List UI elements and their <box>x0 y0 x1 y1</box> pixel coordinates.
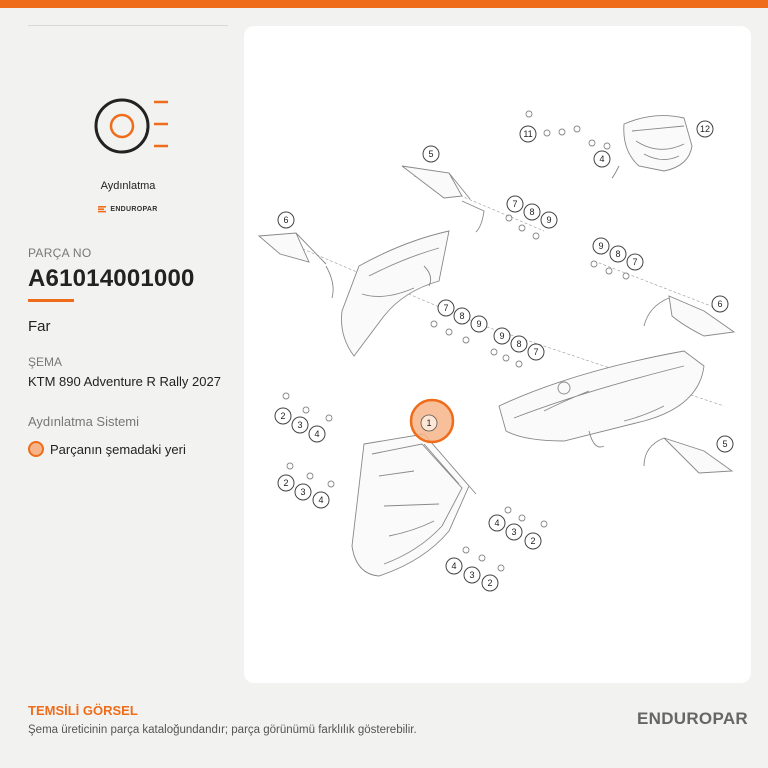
svg-text:5: 5 <box>722 439 727 449</box>
svg-text:9: 9 <box>546 215 551 225</box>
callout-7a[interactable]: 7 <box>506 195 524 213</box>
dashboard-part[interactable] <box>611 115 693 179</box>
svg-text:2: 2 <box>280 411 285 421</box>
callout-2a[interactable]: 2 <box>274 407 292 425</box>
legend: Parçanın şemadaki yeri <box>28 441 186 457</box>
brand-logo-small: ENDUROPAR <box>28 205 228 213</box>
tail-section-part[interactable] <box>498 350 705 448</box>
footer-note: Şema üreticinin parça kataloğundandır; p… <box>28 724 417 736</box>
callout-6a[interactable]: 6 <box>277 211 295 229</box>
callout-4c[interactable]: 4 <box>312 491 330 509</box>
exploded-diagram[interactable]: 12 11 4 5 7 8 9 6 9 8 7 6 7 8 9 9 8 7 5 … <box>244 26 751 683</box>
schema-label: ŞEMA <box>28 355 63 369</box>
svg-text:9: 9 <box>499 331 504 341</box>
callout-4a[interactable]: 4 <box>593 150 611 168</box>
svg-text:7: 7 <box>443 303 448 313</box>
callout-4b[interactable]: 4 <box>308 425 326 443</box>
part-number-underline <box>28 299 74 302</box>
svg-text:6: 6 <box>717 299 722 309</box>
callout-7d[interactable]: 7 <box>527 343 545 361</box>
svg-text:9: 9 <box>598 241 603 251</box>
svg-text:7: 7 <box>533 347 538 357</box>
callout-3b[interactable]: 3 <box>294 483 312 501</box>
callout-8a[interactable]: 8 <box>523 203 541 221</box>
fairing-part[interactable] <box>341 230 450 357</box>
footer-brand: ENDUROPAR <box>636 709 748 728</box>
callout-9c[interactable]: 9 <box>470 315 488 333</box>
part-name: Far <box>28 318 51 335</box>
callout-5b[interactable]: 5 <box>716 435 734 453</box>
svg-text:4: 4 <box>318 495 323 505</box>
svg-text:4: 4 <box>451 561 456 571</box>
svg-text:2: 2 <box>487 578 492 588</box>
headlight-icon <box>92 96 172 156</box>
callout-2c[interactable]: 2 <box>524 532 542 550</box>
turn-signal-rear-right[interactable] <box>643 295 736 337</box>
callout-11[interactable]: 11 <box>519 125 537 143</box>
callout-2d[interactable]: 2 <box>481 574 499 592</box>
svg-text:3: 3 <box>511 527 516 537</box>
system-name: Aydınlatma Sistemi <box>28 414 140 429</box>
callout-8b[interactable]: 8 <box>609 245 627 263</box>
svg-text:8: 8 <box>529 207 534 217</box>
sidebar-divider <box>28 25 228 26</box>
top-accent-bar <box>0 0 768 8</box>
brand-small-text: ENDUROPAR <box>110 205 158 213</box>
svg-text:3: 3 <box>300 487 305 497</box>
svg-text:3: 3 <box>297 420 302 430</box>
callout-3a[interactable]: 3 <box>291 416 309 434</box>
svg-text:8: 8 <box>459 311 464 321</box>
svg-text:3: 3 <box>469 570 474 580</box>
svg-text:4: 4 <box>314 429 319 439</box>
category-label: Aydınlatma <box>100 180 156 192</box>
callout-4e[interactable]: 4 <box>445 557 463 575</box>
turn-signal-rear-left[interactable] <box>643 437 734 474</box>
svg-text:4: 4 <box>494 518 499 528</box>
headlight-part[interactable] <box>351 433 477 577</box>
svg-text:8: 8 <box>516 339 521 349</box>
svg-text:12: 12 <box>700 124 710 134</box>
callout-7b[interactable]: 7 <box>626 253 644 271</box>
highlight-marker-icon <box>28 441 44 457</box>
part-number: A61014001000 <box>28 265 195 292</box>
svg-text:6: 6 <box>283 215 288 225</box>
callout-8c[interactable]: 8 <box>453 307 471 325</box>
svg-text:7: 7 <box>512 199 517 209</box>
callout-8d[interactable]: 8 <box>510 335 528 353</box>
svg-text:2: 2 <box>283 478 288 488</box>
callout-4d[interactable]: 4 <box>488 514 506 532</box>
svg-text:4: 4 <box>599 154 604 164</box>
part-number-label: PARÇA NO <box>28 246 92 260</box>
svg-text:5: 5 <box>428 149 433 159</box>
brand-mark-icon <box>98 206 107 213</box>
callout-12[interactable]: 12 <box>696 120 714 138</box>
callout-3c[interactable]: 3 <box>505 523 523 541</box>
legend-text: Parçanın şemadaki yeri <box>50 441 186 457</box>
svg-text:8: 8 <box>615 249 620 259</box>
svg-text:7: 7 <box>632 257 637 267</box>
callout-9b[interactable]: 9 <box>592 237 610 255</box>
callout-7c[interactable]: 7 <box>437 299 455 317</box>
svg-text:11: 11 <box>523 129 532 139</box>
model-name: KTM 890 Adventure R Rally 2027 <box>28 374 221 389</box>
svg-text:9: 9 <box>476 319 481 329</box>
callout-9a[interactable]: 9 <box>540 211 558 229</box>
callout-6b[interactable]: 6 <box>711 295 729 313</box>
callout-3d[interactable]: 3 <box>463 566 481 584</box>
callout-9d[interactable]: 9 <box>493 327 511 345</box>
turn-signal-front-left[interactable] <box>257 232 334 299</box>
highlight-callout-1[interactable]: 1 <box>409 398 455 444</box>
svg-text:2: 2 <box>530 536 535 546</box>
callout-2b[interactable]: 2 <box>277 474 295 492</box>
fastener-hardware <box>282 110 630 572</box>
turn-signal-front-right[interactable] <box>401 165 485 233</box>
callout-5a[interactable]: 5 <box>422 145 440 163</box>
highlight-callout-label: 1 <box>426 418 431 428</box>
footer-title: TEMSİLİ GÖRSEL <box>28 703 138 718</box>
